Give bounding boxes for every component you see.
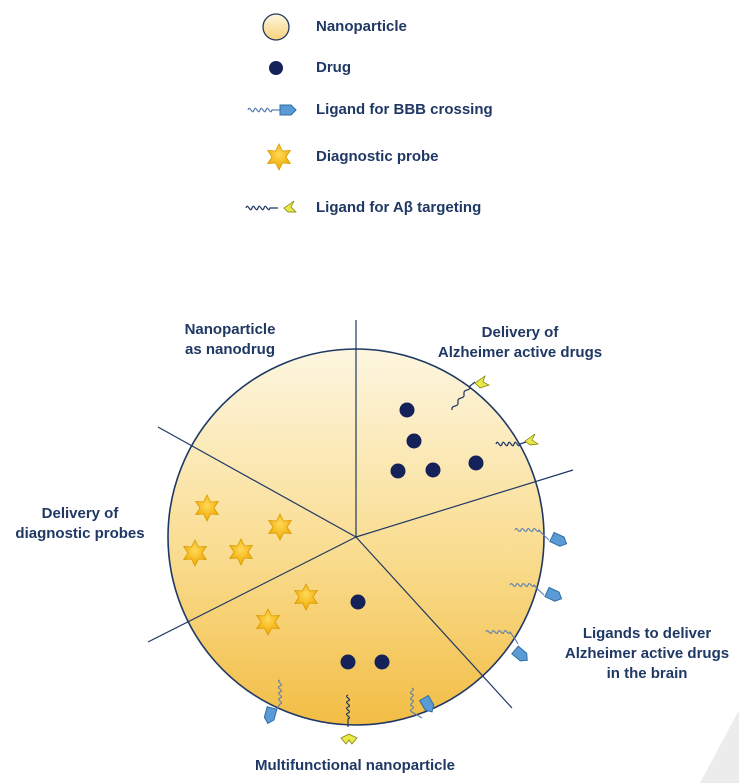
section-label-nanodrug: Nanoparticle as nanodrug bbox=[184, 321, 276, 358]
bbb-ligand bbox=[509, 583, 565, 604]
section-label-diagnostic: Delivery of diagnostic probes bbox=[15, 505, 145, 542]
drug-dot bbox=[425, 462, 441, 478]
bbb-ligand bbox=[262, 679, 282, 726]
abeta-ligand-icon bbox=[245, 200, 297, 213]
abeta-ligand bbox=[451, 375, 490, 411]
legend-label-drug: Drug bbox=[316, 59, 351, 76]
diagnostic-probe-icon bbox=[267, 143, 291, 171]
abeta-ligand bbox=[495, 433, 539, 447]
section-label-alzheimer-drugs: Delivery of Alzheimer active drugs bbox=[437, 324, 603, 361]
section-dividers bbox=[147, 320, 574, 709]
bbb-ligand bbox=[485, 630, 531, 665]
section-label-ligands-brain: Ligands to deliver Alzheimer active drug… bbox=[564, 625, 730, 682]
bbb-ligand-icon bbox=[247, 104, 297, 116]
legend bbox=[245, 13, 297, 213]
legend-label-bbb-ligand: Ligand for BBB crossing bbox=[316, 101, 493, 118]
section-label-multifunctional: Multifunctional nanoparticle bbox=[254, 757, 455, 774]
drug-cluster bbox=[340, 402, 484, 670]
drug-dot bbox=[468, 455, 484, 471]
nanoparticle-diagram bbox=[147, 320, 574, 745]
drug-dot bbox=[399, 402, 415, 418]
legend-label-nanoparticle: Nanoparticle bbox=[316, 18, 407, 35]
drug-icon bbox=[269, 61, 283, 75]
bbb-ligand bbox=[410, 687, 437, 719]
drug-dot bbox=[374, 654, 390, 670]
corner-shape bbox=[700, 710, 739, 783]
bbb-ligand bbox=[514, 528, 570, 549]
legend-label-diagnostic-probe: Diagnostic probe bbox=[316, 148, 439, 165]
legend-label-abeta-ligand: Ligand for Aβ targeting bbox=[316, 199, 482, 216]
nanoparticle-icon bbox=[262, 13, 290, 41]
abeta-ligand bbox=[340, 694, 358, 745]
drug-dot bbox=[340, 654, 356, 670]
drug-dot bbox=[390, 463, 406, 479]
drug-dot bbox=[350, 594, 366, 610]
drug-dot bbox=[406, 433, 422, 449]
